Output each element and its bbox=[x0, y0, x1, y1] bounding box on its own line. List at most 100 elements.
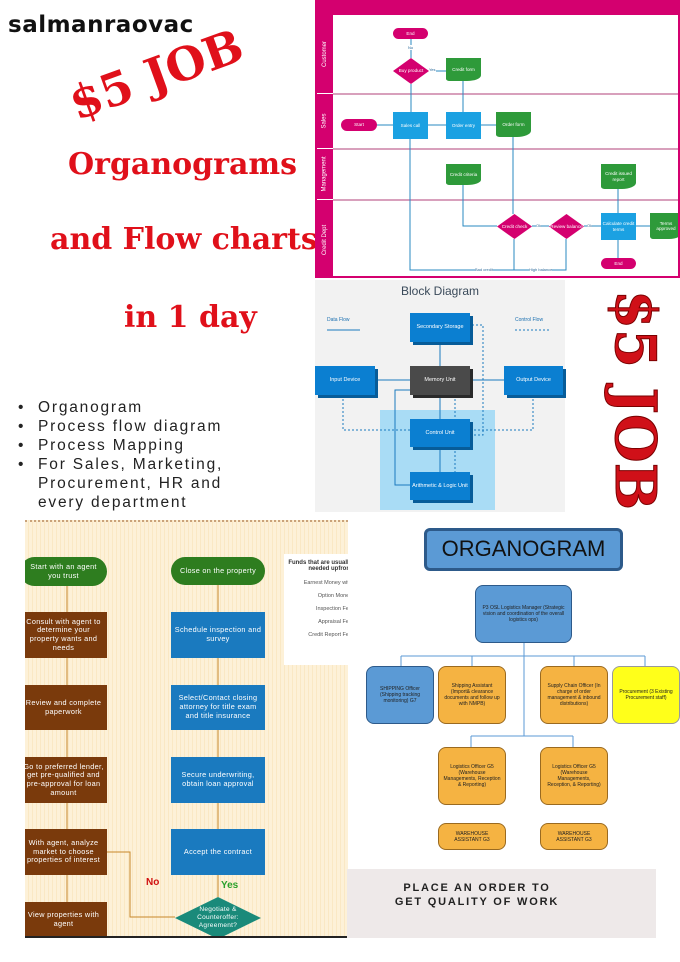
organogram-title-label: ORGANOGRAM bbox=[441, 536, 606, 562]
flowchart-step: Start with an agent you trust bbox=[25, 557, 107, 586]
yes-label: Yes bbox=[221, 880, 239, 891]
edge-label: Bad credit bbox=[475, 267, 494, 272]
swimlane-node-label: Calculate credit terms bbox=[602, 221, 635, 232]
flowchart-step-label: View properties with agent bbox=[27, 910, 100, 928]
flowchart-step: Accept the contract bbox=[171, 829, 265, 875]
org-node-label: WAREHOUSE ASSISTANT G3 bbox=[454, 830, 490, 843]
block-diagram: Block Diagram Data Flow Control Flow Sec… bbox=[315, 280, 565, 512]
flowchart-step: Secure underwriting, obtain loan approva… bbox=[171, 757, 265, 803]
flowchart-step-label: Schedule inspection and survey bbox=[174, 625, 262, 643]
header-bar bbox=[317, 2, 678, 15]
flowchart-step-label: Negotiate & Counteroffer: Agreement? bbox=[197, 906, 239, 929]
org-node-label: Logistics Officer G5 (Warehouse Manageme… bbox=[443, 764, 501, 788]
swimlane-node-label: Review balance bbox=[550, 223, 583, 229]
connector bbox=[394, 389, 410, 486]
flowchart-step: Consult with agent to determine your pro… bbox=[25, 612, 107, 658]
funds-item: Earnest Money with bbox=[303, 580, 348, 586]
swimlane-node-label: Order form bbox=[502, 121, 525, 127]
edge-label: Ok bbox=[587, 223, 593, 228]
block-node-label: Memory Unit bbox=[424, 377, 456, 384]
block-node: Arithmetic & Logic Unit bbox=[410, 472, 470, 500]
org-node: SHIPPING Officer (Shipping tracking moni… bbox=[366, 666, 434, 724]
flowchart-step: Schedule inspection and survey bbox=[171, 612, 265, 658]
swimlane-node: Credit issued report bbox=[601, 164, 636, 189]
headline-line-2: and Flow charts bbox=[50, 222, 318, 257]
organogram-title: ORGANOGRAM bbox=[424, 528, 623, 571]
headline-line-1: Organograms bbox=[68, 147, 298, 182]
flowchart-step-label: Review and complete paperwork bbox=[25, 697, 102, 716]
feature-list: Organogram Process flow diagram Process … bbox=[18, 398, 223, 512]
seller-username: salmanraovac bbox=[8, 12, 194, 38]
org-node-label: Shipping Assistant (Import& clearance do… bbox=[444, 683, 500, 707]
swimlane-node-label: Order entry bbox=[451, 122, 476, 128]
edge-label: No bbox=[408, 45, 414, 50]
legend-control-flow: Control Flow bbox=[515, 317, 544, 323]
data-flow-lines bbox=[327, 329, 504, 486]
cta-line-2: GET QUALITY OF WORK bbox=[394, 896, 560, 908]
org-node-label: SHIPPING Officer (Shipping tracking moni… bbox=[379, 686, 421, 704]
org-node: Supply Chain Officer (In charge of order… bbox=[540, 666, 608, 724]
flowchart-step-label: Start with an agent you trust bbox=[30, 561, 97, 580]
side-price-badge: $5 JOB bbox=[602, 290, 669, 511]
org-node-label: Supply Chain Officer (In charge of order… bbox=[547, 683, 601, 707]
swimlane-node: Credit form bbox=[446, 58, 481, 81]
org-node: Logistics Officer G5 (Warehouse Manageme… bbox=[438, 747, 506, 805]
block-node-label: Output Device bbox=[516, 377, 551, 384]
swimlane-node-label: Buy product bbox=[398, 68, 424, 74]
flowchart-step: Select/Contact closing attorney for titl… bbox=[171, 685, 265, 730]
swimlane-node: Order entry bbox=[446, 112, 481, 139]
no-label: No bbox=[146, 877, 160, 888]
flowchart-step-label: Go to preferred lender, get pre-qualifie… bbox=[25, 761, 104, 797]
swimlane-node-label: Sales call bbox=[400, 122, 421, 128]
org-node: P3 OSL Logistics Manager (Strategic visi… bbox=[475, 585, 572, 643]
swimlane-node-label: Credit criteria bbox=[449, 171, 478, 177]
feature-item-cont: every department bbox=[38, 494, 188, 511]
funds-item: Appraisal Fee bbox=[318, 619, 348, 625]
block-node: Control Unit bbox=[410, 419, 470, 447]
org-node: Logistics Officer G5 (Warehouse Manageme… bbox=[540, 747, 608, 805]
feature-item: Organogram bbox=[18, 398, 223, 417]
block-node-label: Control Unit bbox=[425, 429, 455, 436]
control-flow-lines bbox=[342, 324, 550, 472]
flowchart-step: Review and complete paperwork bbox=[25, 685, 107, 730]
org-node-label: P3 OSL Logistics Manager (Strategic visi… bbox=[482, 605, 565, 623]
lane-label: Management bbox=[317, 149, 333, 200]
feature-item-cont: Procurement, HR and bbox=[38, 475, 223, 492]
flowchart-step-label: Close on the property bbox=[179, 565, 257, 575]
edge-label: Ok bbox=[536, 223, 542, 228]
swimlane-node-label: Credit form bbox=[452, 66, 475, 72]
flowchart-step: View properties with agent bbox=[25, 902, 107, 936]
feature-item: For Sales, Marketing, bbox=[18, 455, 223, 474]
swimlane-node: Start bbox=[341, 119, 377, 131]
connector bbox=[470, 395, 534, 431]
flowchart-step-label: Secure underwriting, obtain loan approva… bbox=[181, 770, 255, 788]
org-connectors bbox=[400, 643, 646, 747]
funds-item: Inspection Fee bbox=[315, 606, 348, 612]
org-node: Shipping Assistant (Import& clearance do… bbox=[438, 666, 506, 724]
swimlane-node: Terms approved bbox=[650, 213, 678, 239]
funds-item: Credit Report Fee bbox=[308, 632, 348, 638]
lane-label: Sales bbox=[317, 94, 333, 149]
flowchart-step-label: Consult with agent to determine your pro… bbox=[26, 616, 101, 652]
org-node: WAREHOUSE ASSISTANT G3 bbox=[438, 823, 506, 850]
legend-data-flow: Data Flow bbox=[327, 317, 350, 323]
org-node: WAREHOUSE ASSISTANT G3 bbox=[540, 823, 608, 850]
swimlane-node-label: Credit issued report bbox=[605, 171, 632, 182]
flowchart-step: Close on the property bbox=[171, 557, 265, 585]
swimlane-node: Calculate credit terms bbox=[601, 213, 636, 240]
edge-label: High balance bbox=[529, 267, 553, 272]
block-node-label: Secondary Storage bbox=[416, 324, 464, 331]
swimlane-node-label: Terms approved bbox=[656, 220, 676, 232]
flowchart-step-label: Select/Contact closing attorney for titl… bbox=[178, 693, 258, 720]
block-node: Memory Unit bbox=[410, 366, 470, 395]
connector bbox=[514, 239, 567, 271]
org-node: Procurement (3 Existing Procurement staf… bbox=[612, 666, 680, 724]
connector bbox=[470, 324, 484, 436]
lane-dividers bbox=[333, 93, 678, 201]
swimlane-node-label: Credit check bbox=[501, 223, 528, 229]
block-node-label: Input Device bbox=[329, 377, 361, 384]
swimlane-node: End bbox=[601, 258, 636, 269]
